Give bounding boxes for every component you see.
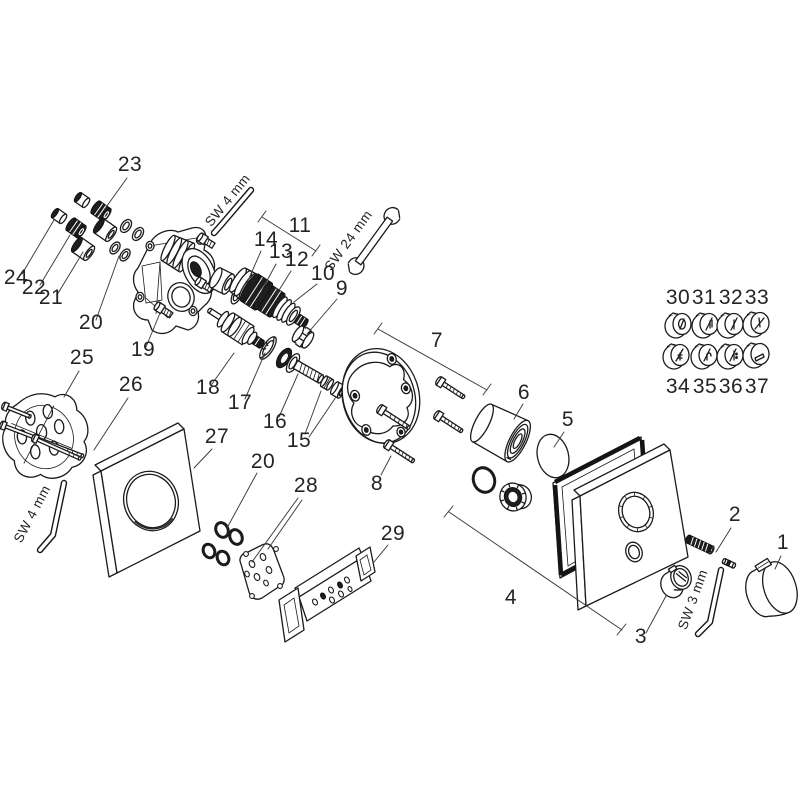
- allen-key-small: [694, 566, 725, 638]
- label-12: 12: [285, 248, 309, 271]
- escutcheon-27: [92, 422, 201, 578]
- wrench: [341, 206, 407, 276]
- upper-o-rings-20: [109, 218, 145, 262]
- label-2: 2: [729, 503, 741, 526]
- faceplate-main-hole: [617, 491, 655, 533]
- label-26: 26: [119, 373, 143, 396]
- valve-body: [132, 226, 217, 335]
- sleeve-o-ring: [471, 466, 497, 494]
- label-19: 19: [131, 338, 155, 361]
- manifold-29: [278, 546, 376, 643]
- nut-15: [319, 375, 335, 391]
- label-25: 25: [70, 346, 94, 369]
- body-bolt-right: [194, 276, 214, 293]
- label-10: 10: [311, 262, 335, 285]
- screws-7-8: [376, 376, 466, 464]
- part-labels: 1 2 3 4 5 6 7 8 9 10 11 12 13 14 15 16 1…: [4, 153, 789, 648]
- label-16: 16: [263, 410, 287, 433]
- label-15: 15: [287, 429, 311, 452]
- grub-screw-2: [684, 534, 737, 569]
- oval-seal-5: [536, 433, 570, 479]
- label-33: 33: [745, 286, 769, 309]
- label-6: 6: [518, 381, 530, 404]
- label-36: 36: [719, 375, 743, 398]
- faceplate-small-hole: [625, 541, 643, 563]
- label-37: 37: [745, 375, 769, 398]
- lower-o-rings-20: [201, 521, 244, 567]
- label-17: 17: [228, 391, 252, 414]
- faceplate: [571, 443, 689, 611]
- escutcheon-hole: [122, 470, 180, 532]
- label-20b: 20: [251, 450, 275, 473]
- button-knobs: [662, 311, 770, 370]
- flange-bosses: [349, 352, 411, 438]
- label-24: 24: [4, 266, 28, 289]
- label-4: 4: [505, 586, 517, 609]
- label-30: 30: [666, 286, 690, 309]
- label-35: 35: [693, 375, 717, 398]
- retainer-clip: [291, 325, 315, 349]
- label-20a: 20: [79, 311, 103, 334]
- allen-key-left: [36, 479, 68, 554]
- label-22: 22: [22, 276, 46, 299]
- label-sw4-left: SW 4 mm: [11, 483, 54, 545]
- label-21: 21: [39, 286, 63, 309]
- body-lower-port: [167, 282, 195, 312]
- label-7: 7: [431, 329, 443, 352]
- spindle-screw-16: [285, 352, 325, 384]
- plate-screws-26: [0, 401, 85, 461]
- handle-knob-1: [745, 557, 798, 618]
- wall-flange-ring: [341, 347, 421, 445]
- label-34: 34: [666, 375, 690, 398]
- label-31: 31: [692, 286, 716, 309]
- allen-key-top: [210, 186, 255, 237]
- label-28: 28: [294, 474, 318, 497]
- label-27: 27: [205, 425, 229, 448]
- label-8: 8: [371, 472, 383, 495]
- label-23: 23: [118, 153, 142, 176]
- mounting-plate-25: [0, 393, 89, 479]
- manifold-holes: [311, 576, 353, 606]
- label-29: 29: [381, 522, 405, 545]
- plug-knob-3: [660, 564, 692, 599]
- body-bolt-19: [153, 301, 174, 319]
- check-valve-plugs: [50, 191, 118, 262]
- label-1: 1: [777, 531, 789, 554]
- label-5: 5: [562, 408, 574, 431]
- gasket-28: [239, 543, 285, 600]
- label-11: 11: [289, 214, 312, 237]
- lock-nut: [499, 482, 533, 512]
- shutoff-cartridge-18: [207, 307, 265, 349]
- label-13: 13: [269, 240, 293, 263]
- leader-lines: [21, 177, 782, 636]
- label-32: 32: [719, 286, 743, 309]
- body-bolt-top: [196, 232, 216, 249]
- button-labels: 30 31 32 33 34 35 36 37: [666, 286, 769, 398]
- label-18: 18: [196, 376, 220, 399]
- thermostat-cartridge: [229, 267, 309, 329]
- label-9: 9: [336, 277, 348, 300]
- body-lug-holes: [135, 235, 205, 317]
- label-3: 3: [635, 625, 647, 648]
- label-14: 14: [254, 228, 278, 251]
- extension-sleeve-6: [469, 403, 532, 463]
